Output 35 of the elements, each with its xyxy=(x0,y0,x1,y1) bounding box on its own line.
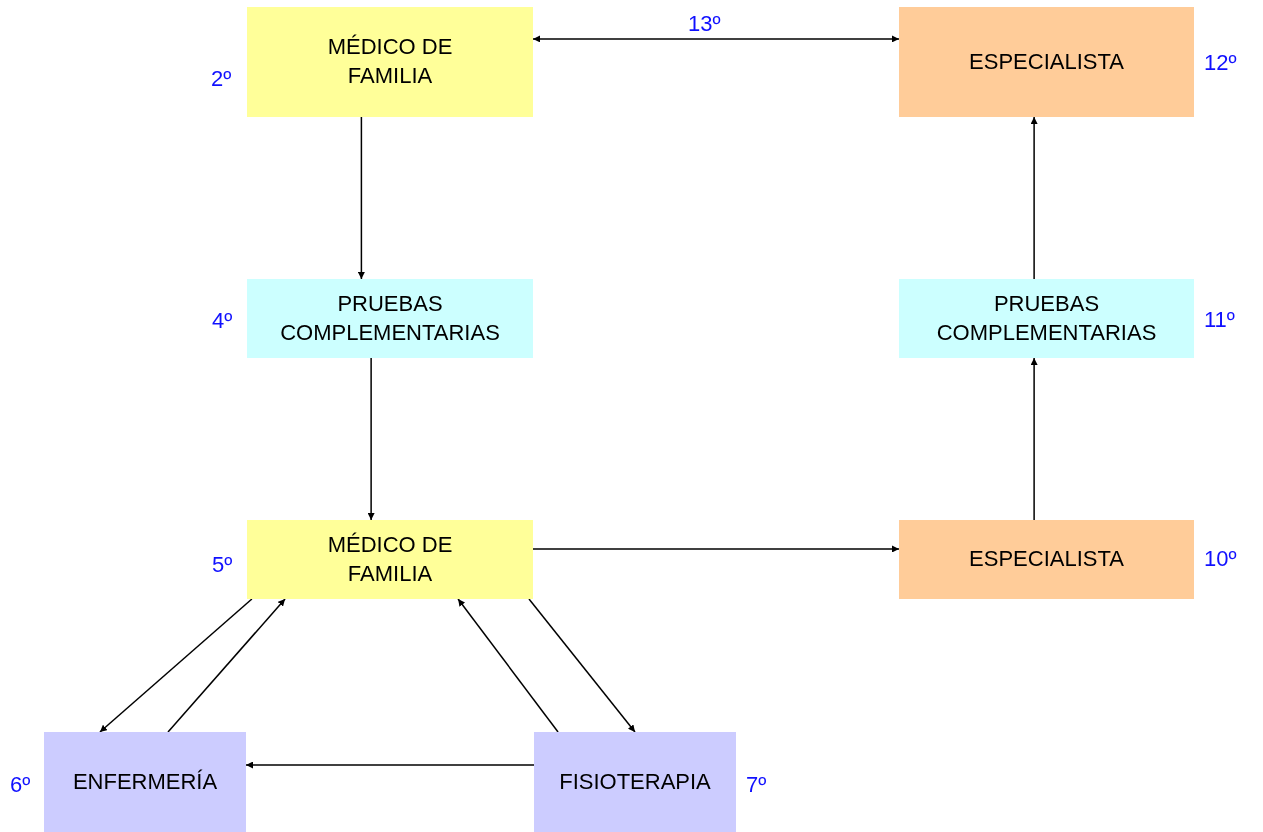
box-label: ENFERMERÍA xyxy=(72,767,218,796)
box-label: ESPECIALISTA xyxy=(969,47,1124,76)
arrow xyxy=(245,761,535,769)
arrow xyxy=(532,545,900,553)
arrow xyxy=(528,598,636,733)
box-label: ESPECIALISTA xyxy=(969,545,1124,574)
step-number: 5º xyxy=(212,552,233,578)
process-box xyxy=(899,279,1194,358)
process-box xyxy=(247,7,533,117)
step-number: 11º xyxy=(1204,307,1235,333)
arrow xyxy=(357,116,365,280)
box-label: PRUEBAS COMPLEMENTARIAS xyxy=(279,289,501,347)
process-box xyxy=(534,732,736,832)
step-number: 4º xyxy=(212,308,233,334)
arrow xyxy=(99,598,253,733)
process-box xyxy=(247,520,533,599)
step-number: 2º xyxy=(211,66,232,92)
box-label: FISIOTERAPIA xyxy=(559,767,711,796)
box-label: MÉDICO DE FAMILIA xyxy=(326,33,454,90)
arrow xyxy=(367,357,375,521)
process-box xyxy=(899,520,1194,599)
step-number: 7º xyxy=(746,772,767,798)
box-label: MÉDICO DE FAMILIA xyxy=(326,530,454,588)
process-box xyxy=(899,7,1194,117)
process-box xyxy=(247,279,533,358)
box-label: PRUEBAS COMPLEMENTARIAS xyxy=(935,289,1158,347)
arrow xyxy=(457,598,559,733)
process-box xyxy=(44,732,246,832)
arrow xyxy=(532,35,900,43)
arrow xyxy=(1030,357,1038,521)
step-number: 12º xyxy=(1204,50,1237,76)
arrow xyxy=(167,598,286,733)
arrow xyxy=(1030,116,1038,280)
step-number: 6º xyxy=(10,772,31,798)
step-number: 10º xyxy=(1204,546,1237,572)
